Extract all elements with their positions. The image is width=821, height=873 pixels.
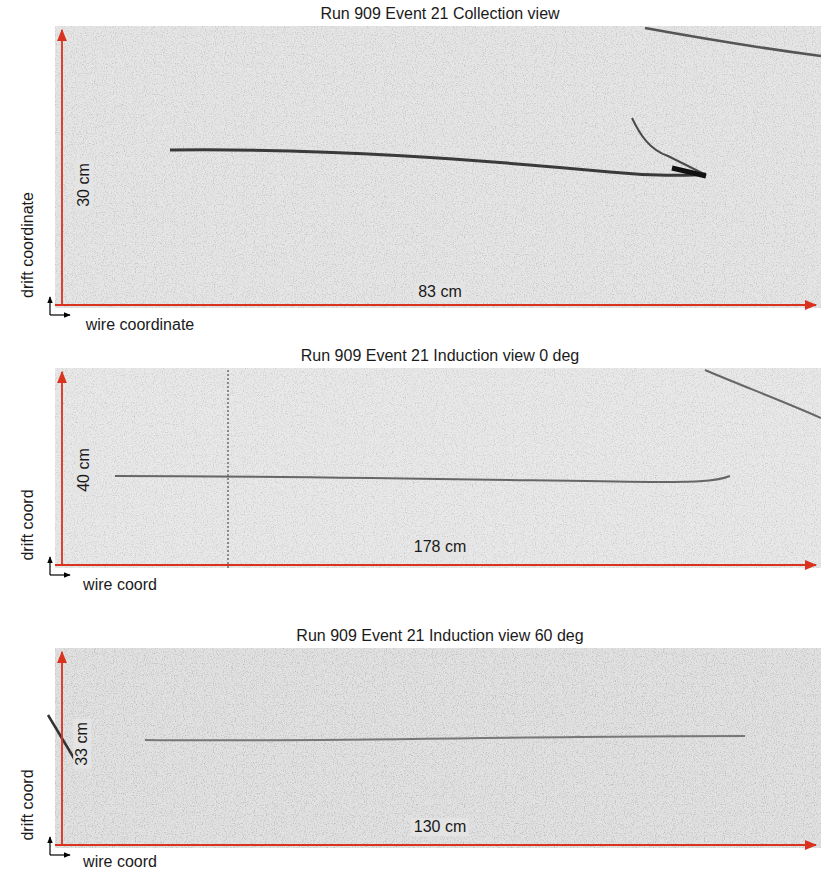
dimension: 83 cm <box>415 283 465 301</box>
induction-0-panel <box>50 368 821 575</box>
panel-title: Run 909 Event 21 Induction view 0 deg <box>301 347 579 365</box>
panel-title: Run 909 Event 21 Collection view <box>320 5 559 23</box>
axis-label: wire coord <box>83 853 157 871</box>
axis-label: drift coord <box>19 769 37 840</box>
induction-60-panel <box>48 648 821 855</box>
dimension: 40 cm <box>75 445 93 495</box>
panel-title: Run 909 Event 21 Induction view 60 deg <box>296 627 583 645</box>
axis-label: wire coord <box>83 576 157 594</box>
axis-label: drift coordinate <box>19 192 37 298</box>
dimension: 130 cm <box>411 818 469 836</box>
dimension: 33 cm <box>73 719 91 769</box>
axis-label: drift coord <box>19 489 37 560</box>
axis-label: wire coordinate <box>86 316 195 334</box>
collection-panel <box>50 26 821 315</box>
dimension: 178 cm <box>411 538 469 556</box>
dimension: 30 cm <box>75 160 93 210</box>
